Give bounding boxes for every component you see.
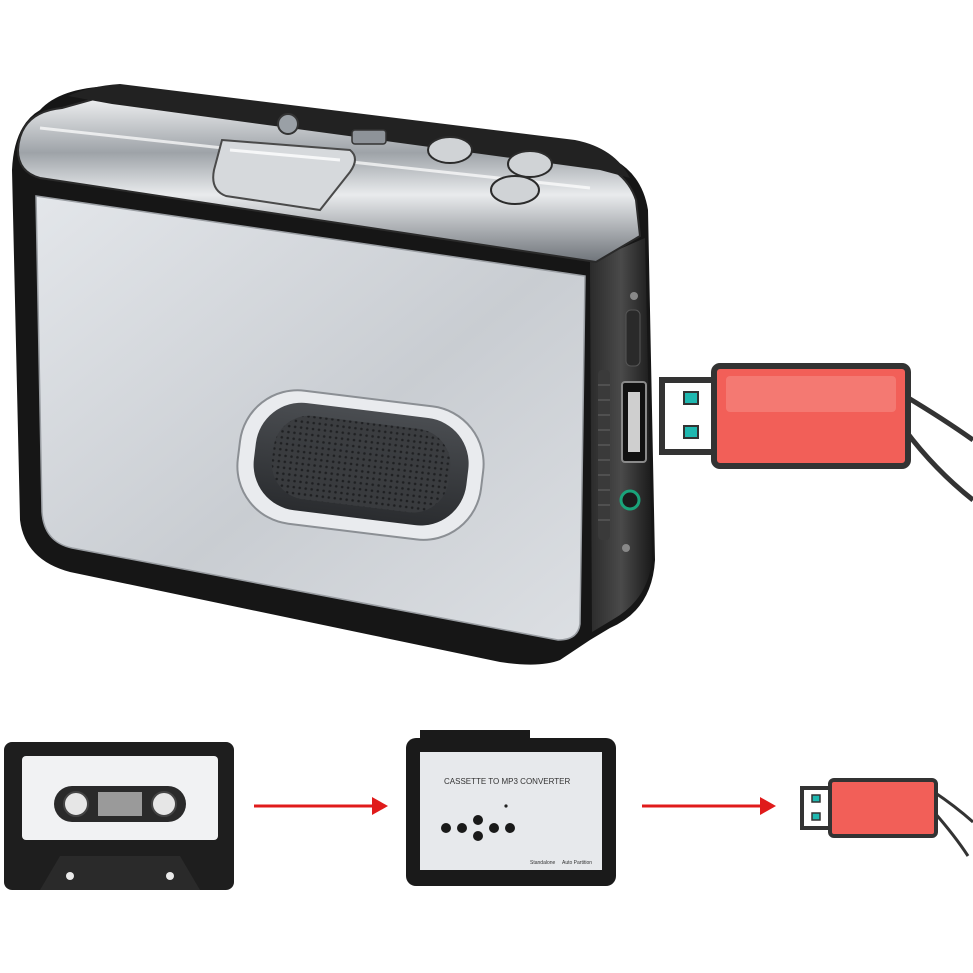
cassette-tape-icon — [4, 742, 234, 890]
volume-knob — [277, 113, 299, 135]
round-button-2 — [507, 150, 553, 178]
usb-flash-drive-small — [800, 778, 973, 857]
converter-icon: CASSETTE TO MP3 CONVERTER Standalone Aut… — [406, 730, 616, 886]
converter-title: CASSETTE TO MP3 CONVERTER — [444, 777, 570, 786]
audio-jack — [619, 489, 641, 511]
arrow-1 — [254, 797, 388, 815]
arrow-2 — [642, 797, 776, 815]
dial-wheel — [625, 309, 641, 367]
usb-flash-drive-large — [659, 363, 973, 502]
mode-standalone-label: Standalone — [530, 860, 556, 866]
device-top-lid — [68, 84, 630, 178]
usb-contact-2 — [683, 425, 699, 439]
volume-wheel — [598, 370, 610, 540]
usb-contact-1 — [683, 391, 699, 405]
round-button-3 — [490, 175, 540, 205]
mode-auto-partition-label: Auto Partition — [562, 860, 592, 866]
usb-cable — [903, 393, 973, 502]
tape-window — [236, 389, 485, 541]
round-button-1 — [427, 136, 473, 164]
cassette-player-device — [12, 84, 655, 665]
mode-switch — [351, 129, 387, 145]
